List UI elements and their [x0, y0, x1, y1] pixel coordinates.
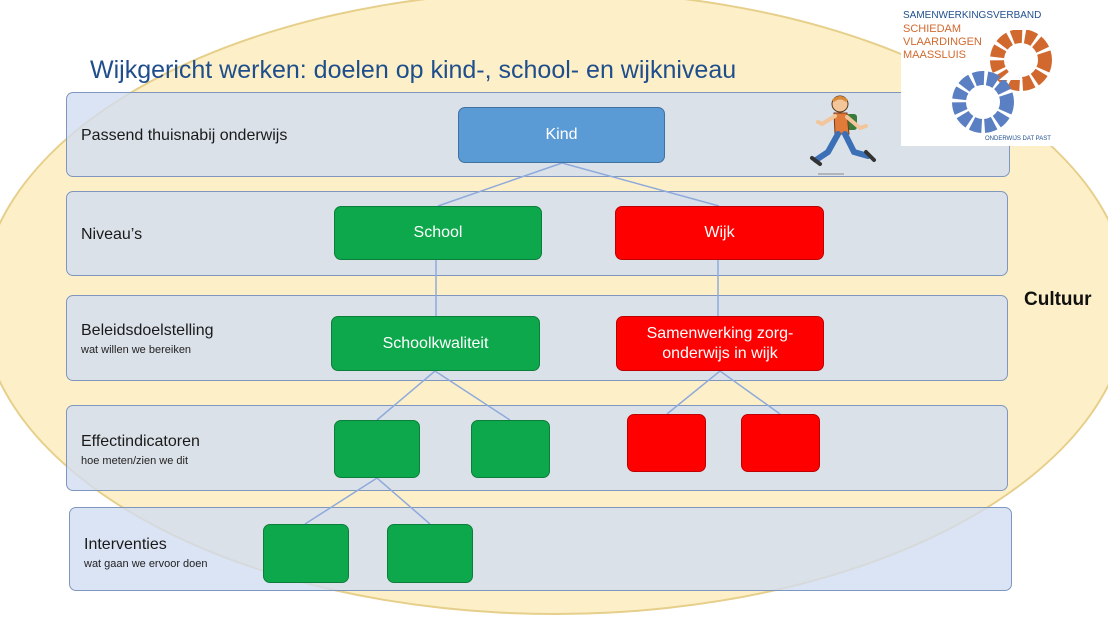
band-subtitle: wat willen we bereiken: [81, 344, 192, 356]
indicator-school-1: [334, 420, 420, 478]
node-samenwerking: Samenwerking zorg-onderwijs in wijk: [616, 316, 824, 371]
logo-city-line: VLAARDINGEN: [903, 36, 982, 48]
logo: SAMENWERKINGSVERBAND SCHIEDAM VLAARDINGE…: [901, 0, 1053, 146]
band-label: Effectindicatoren hoe meten/zien we dit: [81, 433, 200, 467]
logo-name-line: SAMENWERKINGSVERBAND: [903, 10, 1042, 21]
logo-rings-icon: [952, 30, 1052, 133]
intervention-1: [263, 524, 349, 583]
node-schoolkwaliteit: Schoolkwaliteit: [331, 316, 540, 371]
band-title: Effectindicatoren: [81, 433, 200, 450]
band-interventies: Interventies wat gaan we ervoor doen: [69, 507, 1012, 591]
node-kind: Kind: [458, 107, 665, 163]
node-school: School: [334, 206, 542, 260]
band-title: Interventies: [84, 536, 167, 553]
indicator-wijk-1: [627, 414, 706, 472]
page-title: Wijkgericht werken: doelen op kind-, sch…: [90, 56, 737, 84]
running-child-icon: [810, 95, 876, 175]
logo-city-line: MAASSLUIS: [903, 49, 966, 61]
band-label: Passend thuisnabij onderwijs: [81, 127, 288, 144]
band-subtitle: wat gaan we ervoor doen: [84, 558, 208, 570]
intervention-2: [387, 524, 473, 583]
band-label: Niveau’s: [81, 226, 143, 243]
band-subtitle: hoe meten/zien we dit: [81, 455, 189, 467]
indicator-wijk-2: [741, 414, 820, 472]
node-wijk: Wijk: [615, 206, 824, 260]
band-label: Interventies wat gaan we ervoor doen: [84, 536, 208, 570]
band-label: Beleidsdoelstelling wat willen we bereik…: [81, 322, 214, 356]
logo-city-line: SCHIEDAM: [903, 23, 962, 35]
logo-tagline: ONDERWIJS DAT PAST: [985, 136, 1051, 142]
band-title: Beleidsdoelstelling: [81, 322, 214, 339]
culture-label: Cultuur: [1024, 289, 1092, 310]
indicator-school-2: [471, 420, 550, 478]
